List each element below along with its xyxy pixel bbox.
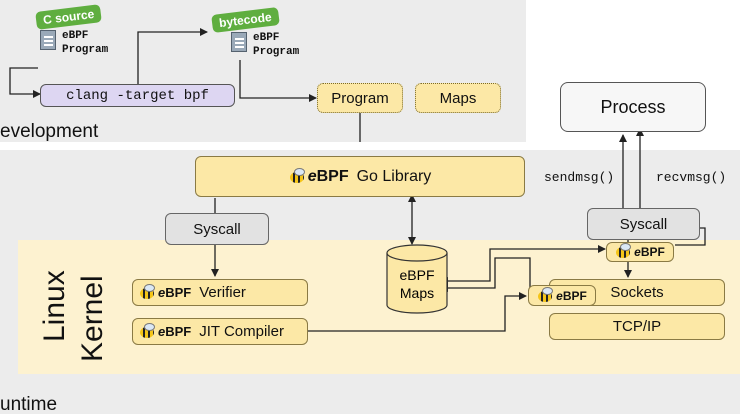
bee-icon <box>139 322 155 339</box>
bee-icon <box>289 167 305 184</box>
source-file-icon <box>40 30 56 50</box>
recvmsg-label: recvmsg() <box>656 170 727 185</box>
verifier-label: Verifier <box>199 284 246 301</box>
tcp-ip-box: TCP/IP <box>549 313 725 340</box>
ebpf-maps-cylinder: eBPF Maps <box>386 244 448 314</box>
jit-compiler-label: JIT Compiler <box>199 323 284 340</box>
go-library-label: Go Library <box>356 167 432 185</box>
source-file-line1: eBPF <box>62 30 89 42</box>
maps-object-box: Maps <box>415 83 501 113</box>
runtime-label: untime <box>0 394 58 415</box>
bee-icon <box>139 283 155 300</box>
ebpf-logo-e: e <box>307 167 317 185</box>
bytecode-file-line1: eBPF <box>253 32 280 44</box>
ebpf-maps-line2: Maps <box>399 285 435 301</box>
sendmsg-label: sendmsg() <box>544 170 615 185</box>
ebpf-maps-line1: eBPF <box>399 267 435 283</box>
bee-icon <box>537 286 554 303</box>
process-box: Process <box>560 82 706 132</box>
cylinder-shape <box>386 244 448 314</box>
bee-icon <box>615 243 632 259</box>
ebpf-maps-label: eBPF Maps <box>386 266 448 302</box>
syscall-right-box: Syscall <box>587 208 700 240</box>
ebpf-logo-bpf: BPF <box>640 245 665 259</box>
sockets-label: Sockets <box>610 284 664 301</box>
source-file-label: eBPF Program <box>62 29 108 57</box>
clang-compiler-box: clang -target bpf <box>40 84 235 107</box>
ebpf-logo-e: e <box>634 245 641 259</box>
ebpf-logo-bpf: BPF <box>165 285 192 300</box>
ebpf-logo-e: e <box>556 288 563 303</box>
linux-kernel-region <box>18 240 740 374</box>
ebpf-logo-bpf: BPF <box>316 167 349 185</box>
development-label: evelopment <box>0 121 99 142</box>
bytecode-file-label: eBPF Program <box>253 31 299 59</box>
bytecode-file-line2: Program <box>253 46 300 58</box>
ebpf-logo-bpf: BPF <box>165 324 192 339</box>
bytecode-file-icon <box>231 32 247 52</box>
syscall-left-box: Syscall <box>165 213 269 245</box>
ebpf-logo-bpf: BPF <box>562 288 587 303</box>
source-file-line2: Program <box>62 44 109 56</box>
program-object-box: Program <box>317 83 403 113</box>
ebpf-logo-e: e <box>158 324 166 339</box>
ebpf-logo-e: e <box>158 285 166 300</box>
